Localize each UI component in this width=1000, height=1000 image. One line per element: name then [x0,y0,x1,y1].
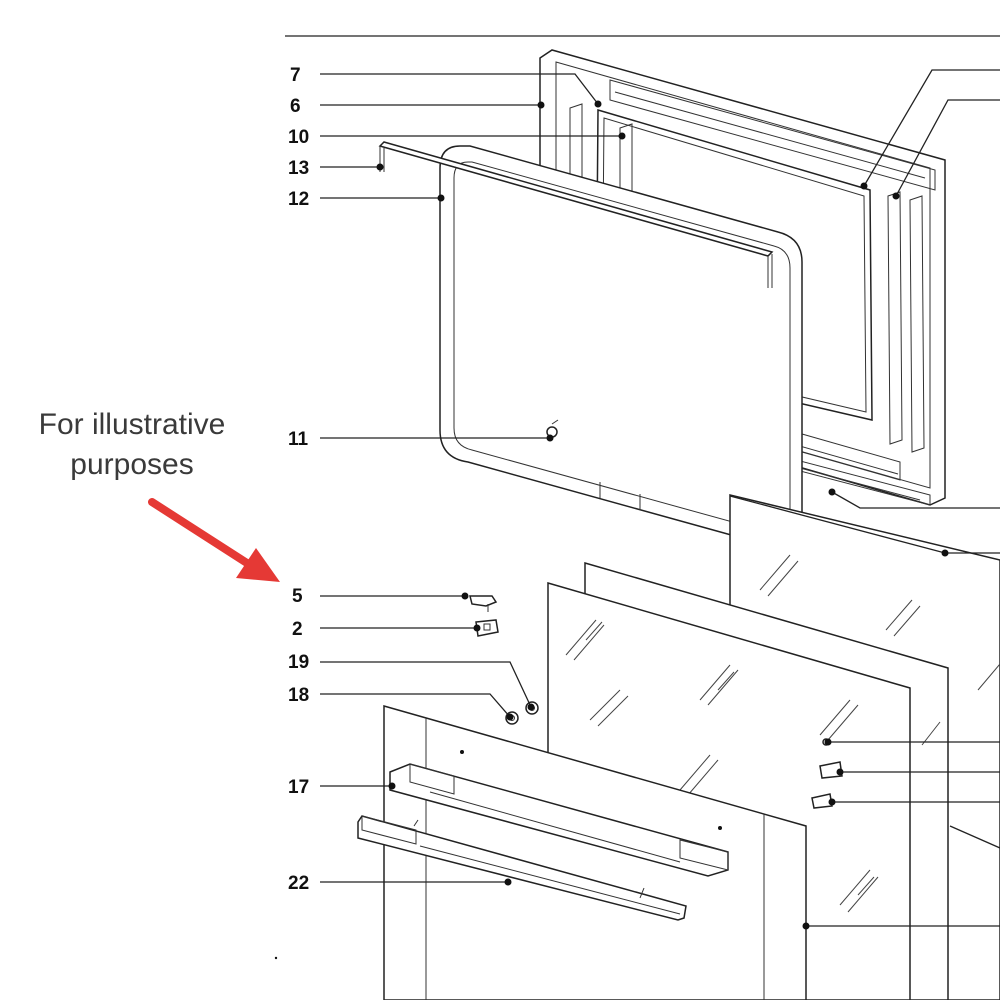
part-labels: 7 6 10 13 12 11 5 2 19 18 17 22 [288,65,309,894]
illustrative-note: For illustrative purposes [39,408,226,481]
outer-door-panel [383,705,807,1000]
callout-6: 6 [290,96,301,117]
callout-2: 2 [292,619,303,640]
callout-5: 5 [292,586,303,607]
callout-17: 17 [288,777,309,798]
callout-22: 22 [288,873,309,894]
note-line-1: For illustrative [39,408,226,441]
seal-strip [378,141,774,288]
callout-12: 12 [288,189,309,210]
note-line-2: purposes [70,448,193,481]
callout-7: 7 [290,65,301,86]
hinge-clip-part [469,595,498,612]
callout-11: 11 [288,429,309,450]
door-handle-bar [357,815,687,921]
callout-10: 10 [288,127,309,148]
door-handle-mount [389,763,729,877]
callout-13: 13 [288,158,309,179]
red-arrow-icon [148,498,280,582]
leader-lines [320,69,1000,927]
callout-18: 18 [288,685,309,706]
callout-19: 19 [288,652,309,673]
leader-dots [376,100,949,930]
